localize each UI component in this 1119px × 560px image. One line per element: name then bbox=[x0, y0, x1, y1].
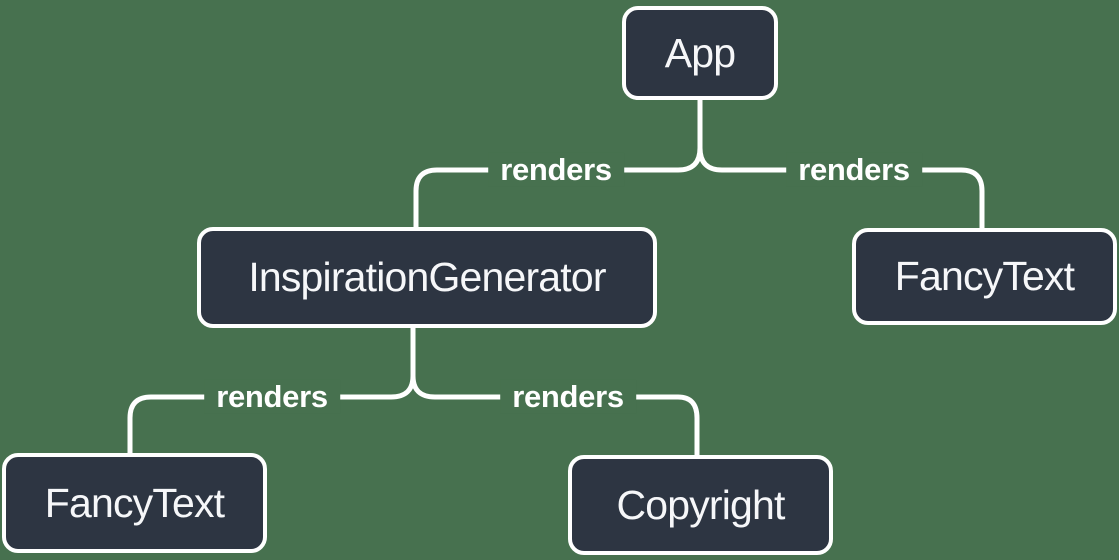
node-fancy-text-bottom-left: FancyText bbox=[2, 453, 267, 553]
node-inspiration-generator: InspirationGenerator bbox=[197, 227, 657, 328]
node-fancy-text-top-right: FancyText bbox=[852, 228, 1117, 325]
edge-label-app-fancy-text: renders bbox=[786, 152, 922, 188]
edge-label-inspiration-generator-copyright: renders bbox=[500, 379, 636, 415]
edge-inspiration-generator-to-copyright bbox=[410, 373, 700, 458]
node-copyright: Copyright bbox=[568, 455, 833, 555]
node-app: App bbox=[622, 6, 778, 100]
edge-app-to-fancy-text bbox=[697, 145, 985, 231]
edge-label-inspiration-generator-fancy-text: renders bbox=[204, 379, 340, 415]
edge-inspiration-generator-to-fancy-text bbox=[127, 373, 416, 456]
edge-app-to-inspiration-generator bbox=[413, 145, 703, 230]
edge-label-app-inspiration-generator: renders bbox=[488, 152, 624, 188]
